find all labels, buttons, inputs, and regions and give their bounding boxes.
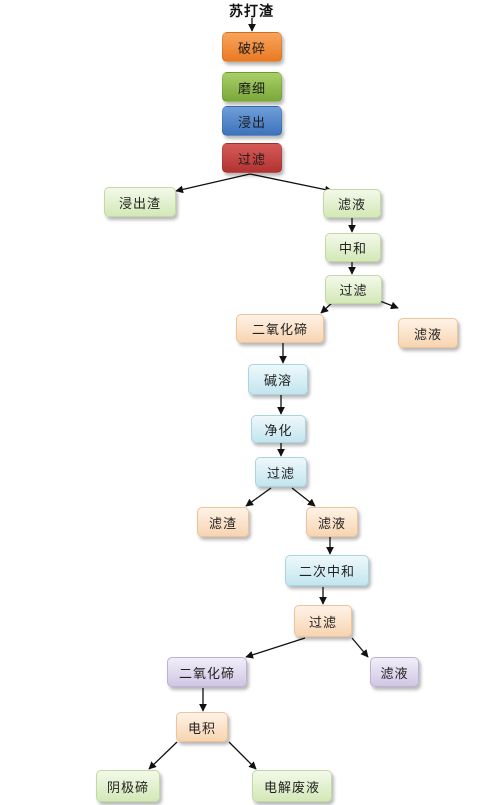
box-filter-4: 过滤 [294,605,352,637]
box-te-dioxide-2: 二氧化碲 [167,657,247,687]
box-filtrate-2: 滤液 [398,318,458,348]
box-cathode-te: 阴极碲 [96,770,160,802]
box-te-dioxide-1: 二氧化碲 [236,314,324,343]
box-electrowin: 电积 [176,712,228,742]
arrow-filter1-filtrate1 [249,173,333,194]
box-grind: 磨细 [222,72,282,102]
arrow-filter3-residue [245,487,272,507]
box-spent-electrolyte: 电解废液 [252,770,332,802]
arrow-filter4-filtrate4 [351,637,369,658]
box-filtrate-4: 滤液 [370,657,419,687]
arrow-electrowin-cathode [148,741,178,770]
box-second-neutralize: 二次中和 [285,555,369,586]
box-crush: 破碎 [222,32,282,62]
arrow-filter1-leach-residue [175,173,251,194]
box-leach-residue: 浸出渣 [104,187,176,217]
box-leach: 浸出 [222,106,282,136]
box-alkali-dissolve: 碱溶 [248,364,308,395]
box-filter-3: 过滤 [255,457,307,487]
box-filtrate-1: 滤液 [323,189,381,218]
box-purify: 净化 [251,415,306,443]
box-filter-1: 过滤 [222,143,282,173]
title-soda-residue: 苏打渣 [229,4,274,20]
box-filtrate-3: 滤液 [306,507,358,537]
arrow-electrowin-spent [228,741,257,770]
box-filter-residue: 滤渣 [197,507,249,537]
arrow-filter2-filtrate2 [379,300,399,310]
box-neutralize: 中和 [325,233,381,262]
arrow-filter4-te-dioxide2 [245,637,306,659]
box-filter-2: 过滤 [325,275,382,304]
arrow-filter3-filtrate3 [291,487,316,507]
